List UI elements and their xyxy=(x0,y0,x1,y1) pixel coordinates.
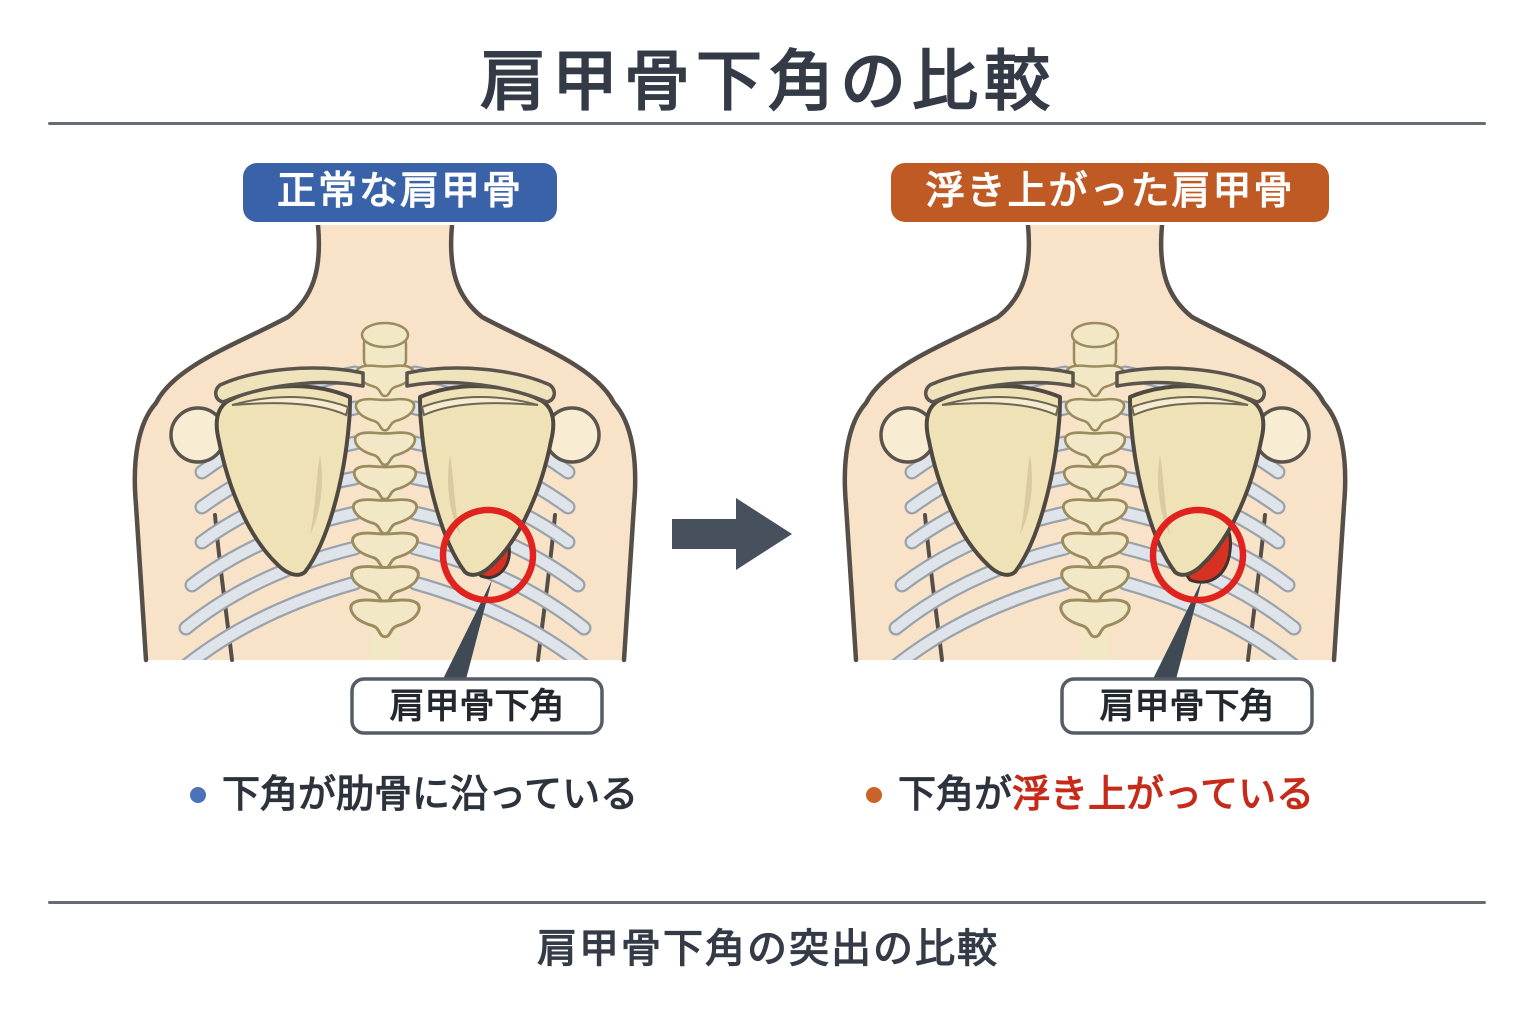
panel-normal: 正常な肩甲骨 xyxy=(120,163,680,818)
panel-winged-illustration: 肩甲骨下角 xyxy=(830,224,1390,735)
bottom-divider xyxy=(48,901,1486,904)
bullet-dot-orange xyxy=(866,786,882,803)
callout-pointer xyxy=(442,579,492,687)
callout-label: 肩甲骨下角 xyxy=(1099,687,1274,726)
callout-box: 肩甲骨下角 xyxy=(350,677,604,735)
panel-normal-illustration: 肩甲骨下角 xyxy=(120,224,680,735)
bullet-dot-blue xyxy=(190,786,206,803)
callout-label: 肩甲骨下角 xyxy=(389,687,564,726)
page-title: 肩甲骨下角の比較 xyxy=(480,44,1056,118)
spine xyxy=(1059,321,1131,660)
bullet-text: 下角が xyxy=(898,773,1013,816)
spine xyxy=(349,321,421,660)
panel-normal-bullet: 下角が肋骨に沿っている xyxy=(190,763,638,818)
panel-normal-badge: 正常な肩甲骨 xyxy=(242,163,557,222)
panel-winged: 浮き上がった肩甲骨 xyxy=(830,163,1390,818)
panel-winged-badge: 浮き上がった肩甲骨 xyxy=(891,163,1329,222)
top-divider xyxy=(48,122,1486,125)
bottom-caption: 肩甲骨下角の突出の比較 xyxy=(537,927,999,971)
right-arrow-icon xyxy=(672,498,792,570)
bullet-text-highlight: 浮き上がっている xyxy=(1012,773,1315,816)
bullet-text: 下角が肋骨に沿っている xyxy=(222,773,639,816)
torso-illustration: 肩甲骨下角 xyxy=(842,224,1348,735)
panel-winged-bullet: 下角が浮き上がっている xyxy=(866,763,1314,818)
callout-box: 肩甲骨下角 xyxy=(1060,677,1314,735)
torso-illustration: 肩甲骨下角 xyxy=(132,224,638,735)
scapula-left xyxy=(879,366,1075,577)
scapula-left xyxy=(169,366,365,577)
highlight-circle xyxy=(1149,506,1247,604)
callout-pointer xyxy=(1152,579,1202,687)
highlight-circle xyxy=(439,506,537,604)
